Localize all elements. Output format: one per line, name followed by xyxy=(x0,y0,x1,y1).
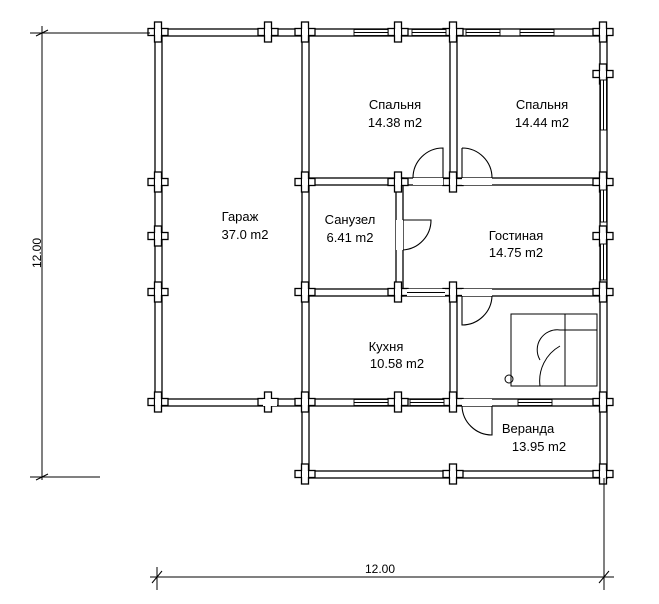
room-name-bedroom1: Спальня xyxy=(369,97,421,112)
room-area-living: 14.75 m2 xyxy=(489,245,543,260)
dimension-vertical xyxy=(30,26,150,481)
windows xyxy=(353,29,607,406)
stairs xyxy=(504,313,598,387)
wall-garage-divider xyxy=(301,28,310,407)
wall-bedrooms-divider xyxy=(449,28,458,186)
log-end-center xyxy=(450,471,456,477)
log-end-center xyxy=(600,179,606,185)
wall-left xyxy=(154,28,163,407)
log-end-center xyxy=(302,179,308,185)
dimension-width-label: 12.00 xyxy=(365,562,395,576)
log-end-center xyxy=(600,71,606,77)
log-end-center xyxy=(395,289,401,295)
room-area-bedroom2: 14.44 m2 xyxy=(515,115,569,130)
room-area-kitchen: 10.58 m2 xyxy=(370,356,424,371)
doors xyxy=(263,147,493,436)
log-end-center xyxy=(302,399,308,405)
door-bedroom1 xyxy=(412,147,444,179)
door-bedroom2 xyxy=(461,147,493,179)
log-end-center xyxy=(600,471,606,477)
log-end-center xyxy=(155,179,161,185)
log-end-center xyxy=(450,399,456,405)
log-end-center xyxy=(600,399,606,405)
stairs-post xyxy=(504,374,514,384)
log-end-center xyxy=(450,29,456,35)
log-end-center xyxy=(600,289,606,295)
log-end-center xyxy=(600,233,606,239)
log-end-center xyxy=(155,399,161,405)
room-area-veranda: 13.95 m2 xyxy=(512,439,566,454)
log-end-center xyxy=(302,289,308,295)
room-name-bedroom2: Спальня xyxy=(516,97,568,112)
wall-kitchen-right xyxy=(449,288,458,407)
room-area-bedroom1: 14.38 m2 xyxy=(368,115,422,130)
room-labels: Гараж 37.0 m2 Спальня 14.38 m2 Спальня 1… xyxy=(222,97,570,454)
log-end-center xyxy=(155,233,161,239)
log-notches xyxy=(147,21,614,485)
log-end-center xyxy=(265,29,271,35)
room-area-bathroom: 6.41 m2 xyxy=(327,230,374,245)
door-hall xyxy=(461,295,493,326)
door-veranda xyxy=(461,405,493,436)
room-name-bathroom: Санузел xyxy=(325,212,376,227)
log-end-center xyxy=(302,471,308,477)
room-name-kitchen: Кухня xyxy=(369,339,404,354)
dimension-horizontal xyxy=(150,478,614,590)
room-area-garage: 37.0 m2 xyxy=(222,227,269,242)
room-name-garage: Гараж xyxy=(222,209,259,224)
log-end-center xyxy=(395,29,401,35)
log-end-center xyxy=(155,29,161,35)
door-bathroom xyxy=(402,219,432,251)
room-name-veranda: Веранда xyxy=(502,421,555,436)
log-end-center xyxy=(395,179,401,185)
log-end-center xyxy=(302,29,308,35)
log-end-center xyxy=(450,179,456,185)
log-end-center xyxy=(600,29,606,35)
log-end-center xyxy=(395,399,401,405)
stairs-outline xyxy=(510,313,566,387)
dimension-height-label: 12.00 xyxy=(30,238,44,268)
log-end-center xyxy=(450,289,456,295)
log-end-center xyxy=(155,289,161,295)
room-name-living: Гостиная xyxy=(489,228,544,243)
